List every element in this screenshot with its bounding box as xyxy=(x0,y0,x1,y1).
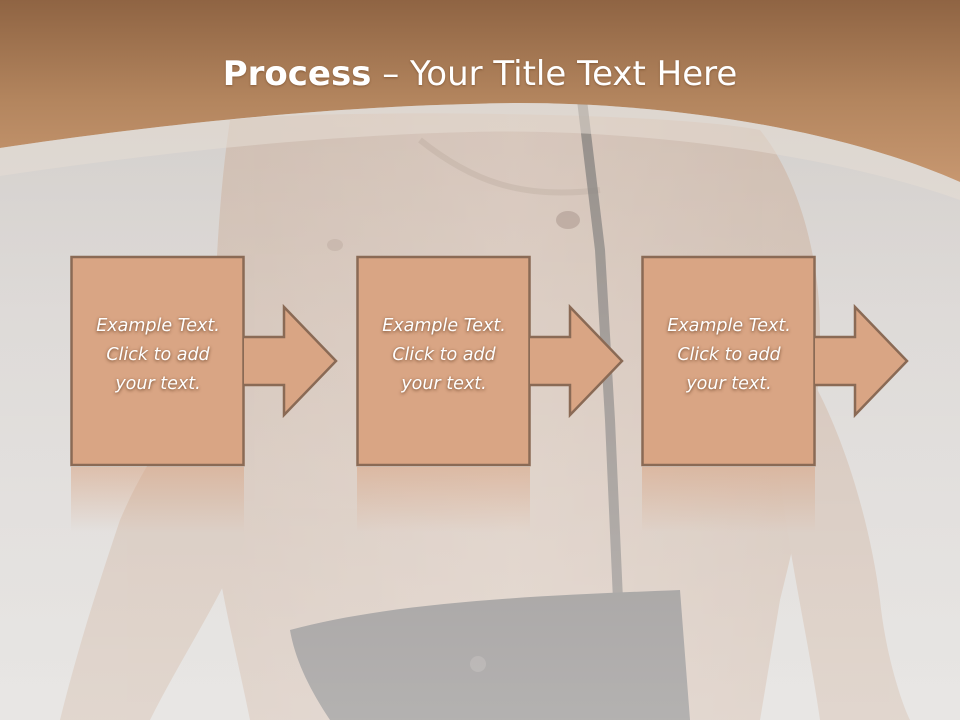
step-2-text[interactable]: Example Text. Click to add your text. xyxy=(358,312,530,399)
title-rest: – Your Title Text Here xyxy=(371,54,738,94)
step-1-text[interactable]: Example Text. Click to add your text. xyxy=(72,312,244,399)
step-1-shape xyxy=(70,255,338,532)
title-bold: Process xyxy=(222,54,372,94)
step-2-line-1: Example Text. xyxy=(382,316,506,336)
process-step-1[interactable]: Example Text. Click to add your text. xyxy=(70,255,360,535)
header-swoosh xyxy=(0,103,960,200)
process-step-2[interactable]: Example Text. Click to add your text. xyxy=(356,255,646,535)
step-2-line-3: your text. xyxy=(401,374,487,394)
slide-title[interactable]: Process – Your Title Text Here xyxy=(0,52,960,96)
step-3-line-1: Example Text. xyxy=(667,316,791,336)
process-step-3[interactable]: Example Text. Click to add your text. xyxy=(641,255,931,535)
header-banner xyxy=(0,0,960,182)
step-3-line-2: Click to add xyxy=(677,345,781,365)
step-3-shape xyxy=(641,255,909,532)
step-1-line-3: your text. xyxy=(115,374,201,394)
step-2-line-2: Click to add xyxy=(392,345,496,365)
step-1-line-1: Example Text. xyxy=(96,316,220,336)
step-3-line-3: your text. xyxy=(686,374,772,394)
step-3-text[interactable]: Example Text. Click to add your text. xyxy=(643,312,815,399)
step-1-line-2: Click to add xyxy=(106,345,210,365)
step-2-shape xyxy=(356,255,624,532)
